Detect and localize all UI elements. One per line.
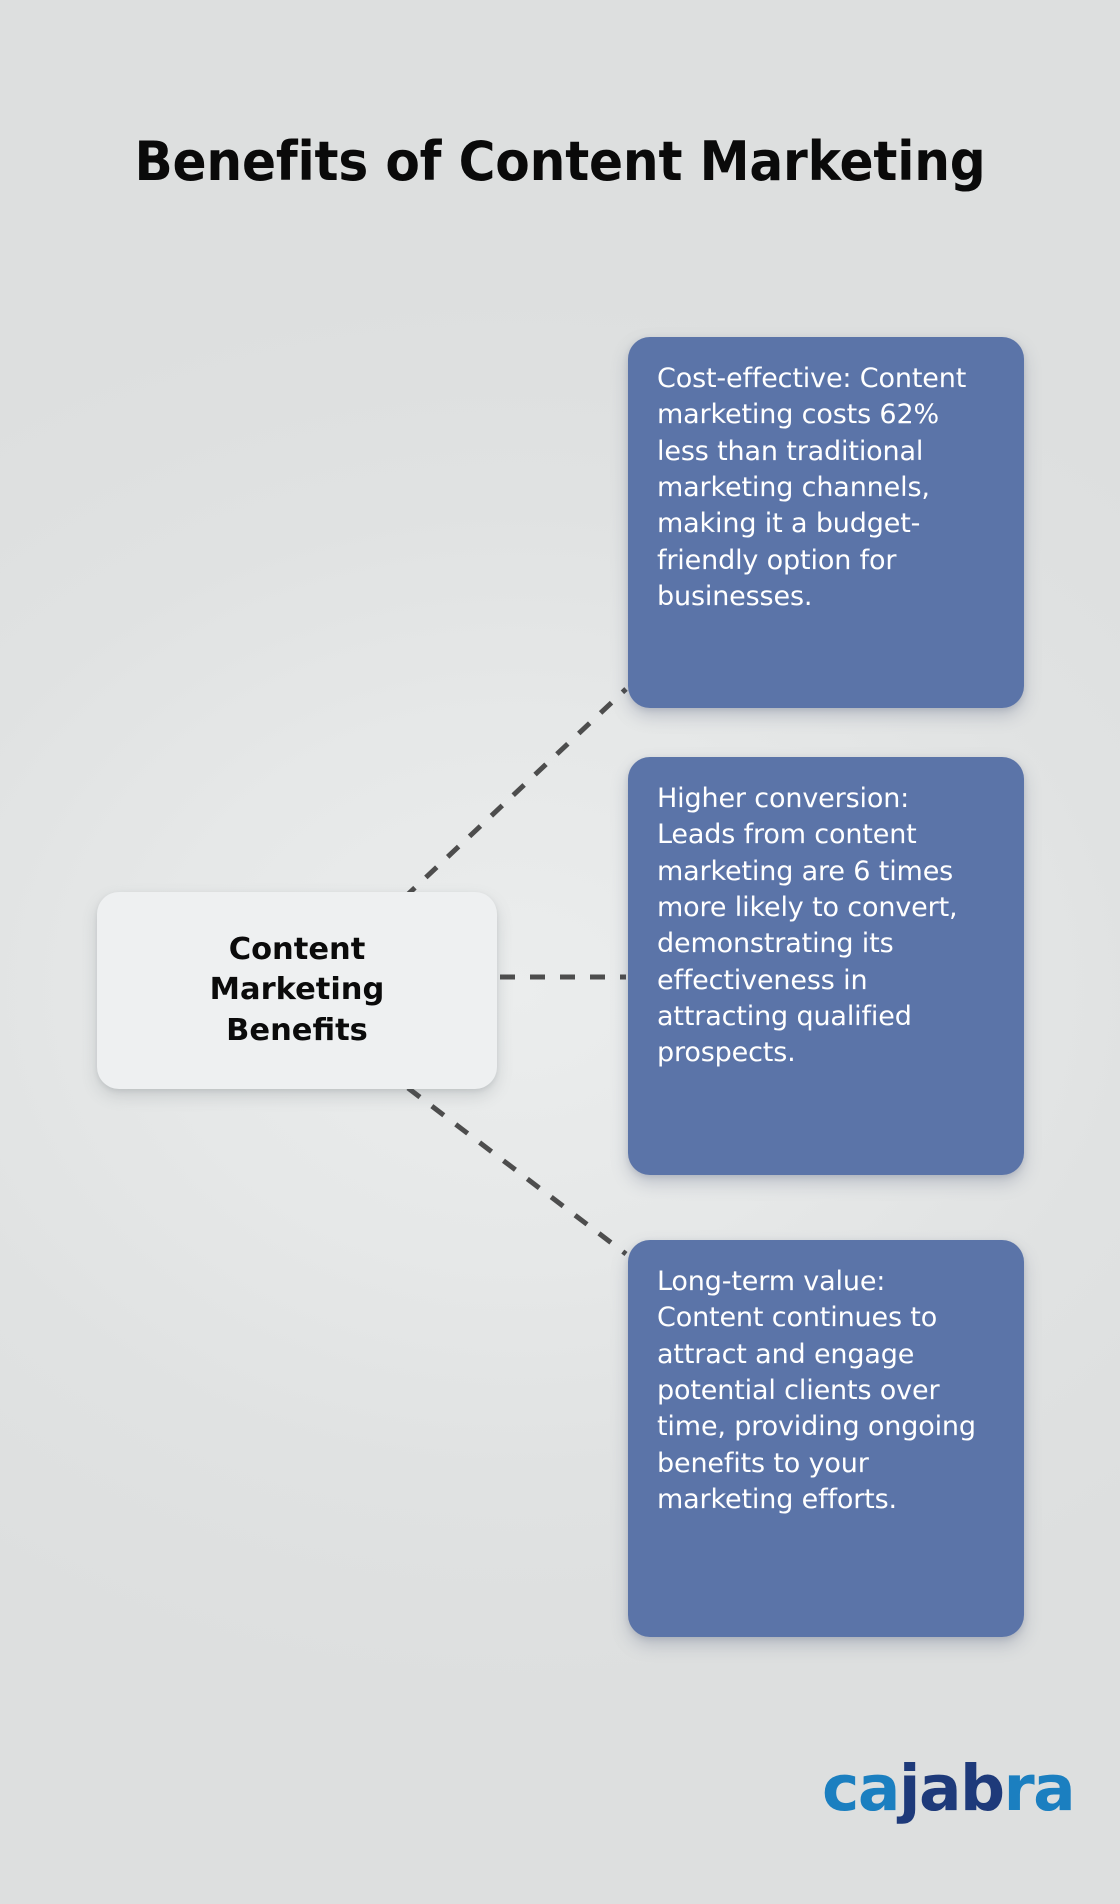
benefit-card-higher-conversion[interactable]: Higher conversion: Leads from content ma… xyxy=(628,757,1024,1175)
benefit-card-text: Long-term value: Content continues to at… xyxy=(657,1266,976,1515)
logo-segment-jab: jab xyxy=(898,1752,1005,1825)
benefit-card-text: Higher conversion: Leads from content ma… xyxy=(657,783,958,1069)
logo-segment-ra: ra xyxy=(1003,1752,1076,1825)
benefit-card-cost-effective[interactable]: Cost-effective: Content marketing costs … xyxy=(628,337,1024,708)
benefit-card-long-term-value[interactable]: Long-term value: Content continues to at… xyxy=(628,1240,1024,1637)
connector-line-1 xyxy=(402,687,628,900)
cajabra-logo[interactable]: cajabra xyxy=(822,1757,1076,1820)
logo-segment-ca: ca xyxy=(822,1752,900,1825)
center-node[interactable]: Content Marketing Benefits xyxy=(97,892,497,1089)
benefit-card-text: Cost-effective: Content marketing costs … xyxy=(657,363,967,612)
page-title: Benefits of Content Marketing xyxy=(134,130,986,194)
connector-line-3 xyxy=(406,1086,628,1256)
center-node-label: Content Marketing Benefits xyxy=(209,932,385,1048)
